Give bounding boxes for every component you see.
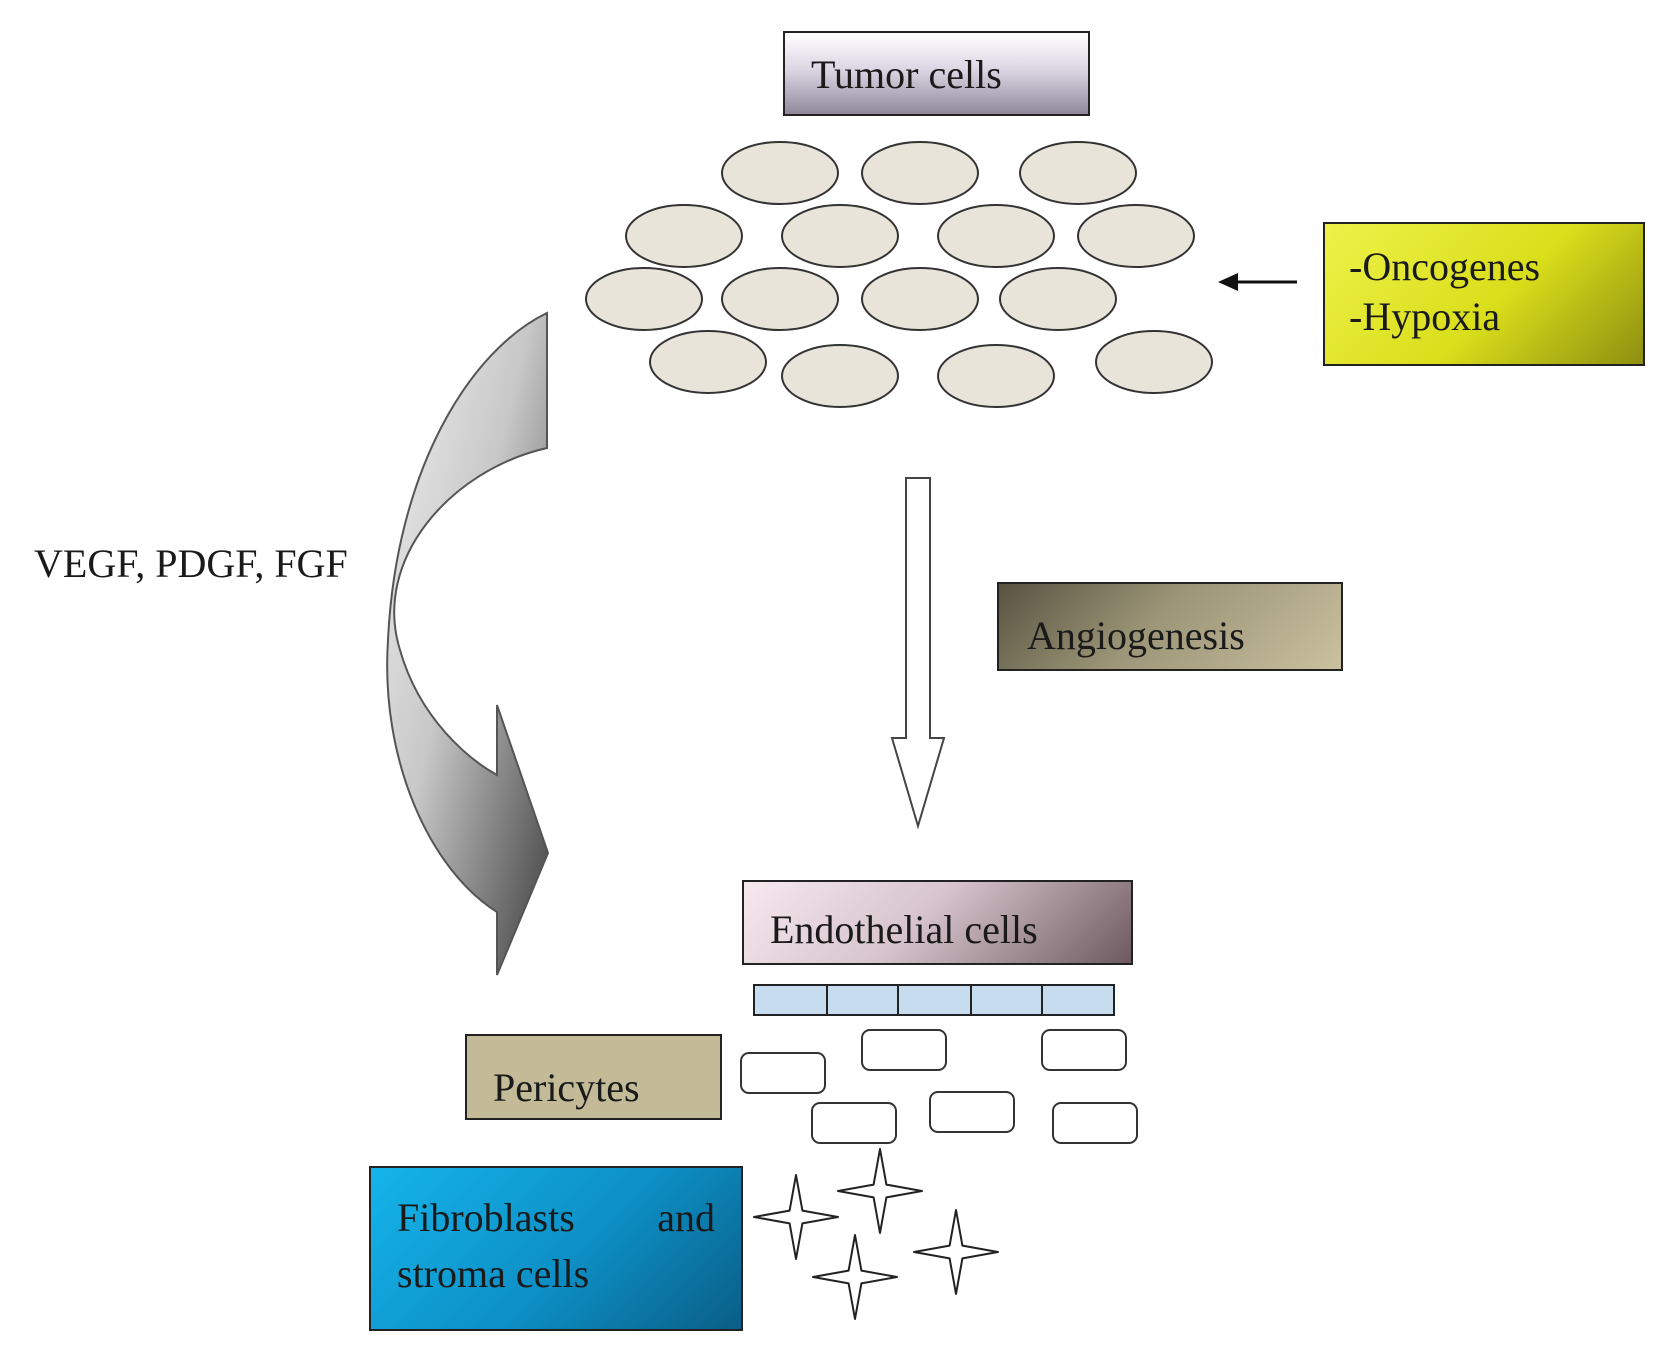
pericyte-cell [1052, 1102, 1138, 1144]
tumor-cell [937, 344, 1055, 408]
pericyte-cell [929, 1091, 1015, 1133]
fibroblast-cell-group [753, 1148, 999, 1320]
angiogenesis-text: Angiogenesis [1027, 613, 1245, 658]
fibroblast-cell [753, 1174, 839, 1260]
tumor-cell [861, 141, 979, 205]
tumor-cell [1095, 330, 1213, 394]
growth-factors-label: VEGF, PDGF, FGF [34, 541, 348, 586]
tumor-cell [781, 204, 899, 268]
endothelial-cell-strip [753, 984, 1115, 1016]
endothelial-cell [753, 984, 828, 1016]
angiogenesis-label: Angiogenesis [997, 582, 1343, 671]
tumor-cell [649, 330, 767, 394]
hypoxia-text: -Hypoxia [1349, 294, 1501, 339]
left-arrow-icon [1218, 273, 1297, 291]
pericyte-cell [811, 1102, 897, 1144]
pericyte-cell [861, 1029, 947, 1071]
pericytes-text: Pericytes [493, 1065, 640, 1110]
tumor-cells-text: Tumor cells [811, 52, 1002, 97]
fibroblasts-line: Fibroblasts and [397, 1190, 715, 1246]
tumor-cell [1077, 204, 1195, 268]
and-text: and [657, 1195, 715, 1240]
fibroblast-cell [913, 1209, 999, 1295]
tumor-cell [585, 267, 703, 331]
stroma-cells-text: stroma cells [397, 1251, 590, 1296]
fibroblast-cell [837, 1148, 923, 1234]
endothelial-cell [1041, 984, 1115, 1016]
pericyte-cell-group [740, 1029, 1138, 1144]
tumor-cell [1019, 141, 1137, 205]
pericyte-cell [1041, 1029, 1127, 1071]
pericyte-cell [740, 1052, 826, 1094]
tumor-cell [721, 267, 839, 331]
oncogenes-hypoxia-box: -Oncogenes -Hypoxia [1323, 222, 1645, 366]
fibroblasts-stroma-label: Fibroblasts and stroma cells [369, 1166, 743, 1331]
curved-arrow-icon [386, 311, 550, 976]
tumor-cell-cluster [585, 141, 1213, 408]
endothelial-cells-label: Endothelial cells [742, 880, 1133, 965]
tumor-cells-label: Tumor cells [783, 31, 1090, 116]
fibroblasts-text: Fibroblasts [397, 1195, 575, 1240]
endothelial-cell [897, 984, 972, 1016]
tumor-cell [781, 344, 899, 408]
endothelial-cell [970, 984, 1043, 1016]
down-arrow-icon [890, 477, 946, 830]
fibroblast-cell [812, 1234, 898, 1320]
tumor-cell [861, 267, 979, 331]
tumor-cell [999, 267, 1117, 331]
oncogenes-text: -Oncogenes [1349, 244, 1541, 289]
tumor-cell [721, 141, 839, 205]
tumor-cell [937, 204, 1055, 268]
tumor-cell [625, 204, 743, 268]
endothelial-cell [826, 984, 899, 1016]
endothelial-cells-text: Endothelial cells [770, 907, 1038, 952]
pericytes-label: Pericytes [465, 1034, 722, 1120]
